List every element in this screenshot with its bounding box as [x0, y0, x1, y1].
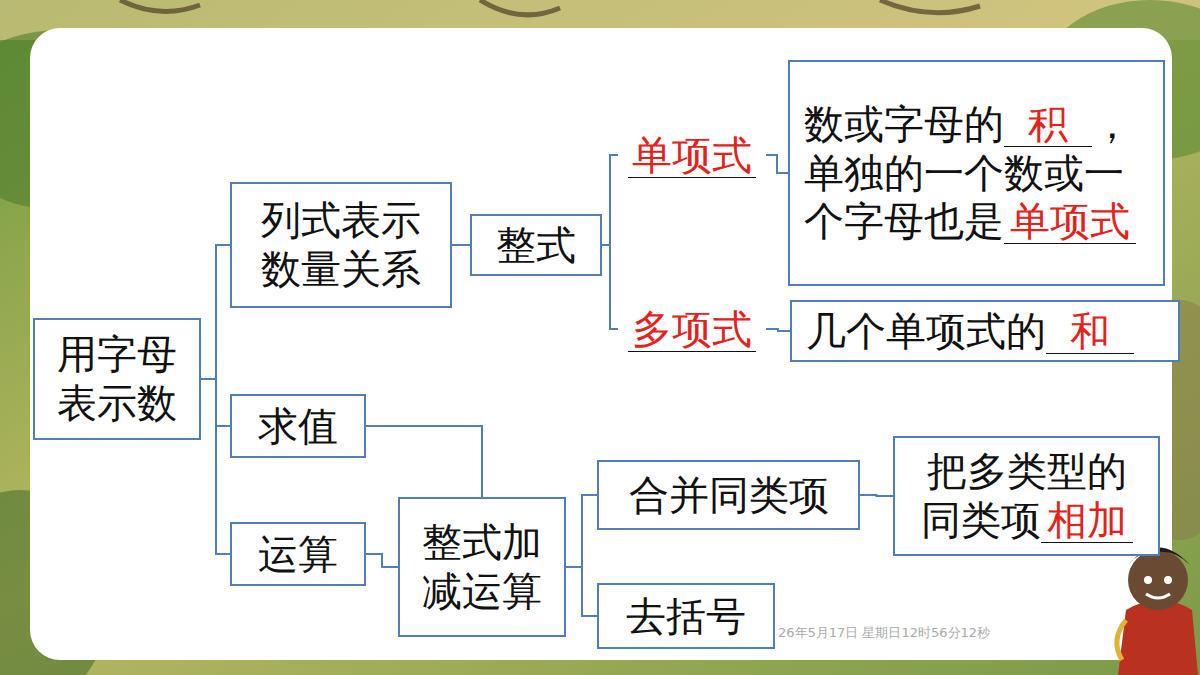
text-holder: 单项式 — [618, 131, 766, 180]
connector-line — [366, 554, 398, 567]
connector-line — [201, 379, 230, 426]
connector-line — [452, 244, 470, 246]
concept-box: 求值 — [230, 394, 366, 458]
text-holder: 求值 — [242, 402, 354, 451]
concept-box: 整式加减运算 — [398, 497, 566, 637]
node-text: 数或字母的 — [804, 101, 1004, 147]
fill-in-answer: 单项式 — [1004, 199, 1136, 244]
concept-box: 用字母表示数 — [33, 318, 201, 440]
connector-line — [860, 495, 893, 496]
node-text: 整式加减运算 — [422, 519, 542, 614]
connector-line — [566, 495, 597, 567]
fill-in-answer: 相加 — [1041, 498, 1133, 543]
concept-box: 数或字母的积，单独的一个数或一个字母也是单项式 — [788, 60, 1165, 286]
connector-line — [602, 245, 618, 329]
white-panel — [30, 28, 1172, 660]
node-text: 多项式 — [628, 307, 756, 352]
figure-mouth — [1146, 594, 1170, 598]
figure-eye — [1144, 576, 1152, 584]
node-text: 几个单项式的 — [806, 308, 1046, 354]
text-holder: 多项式 — [618, 305, 766, 354]
concept-box: 整式 — [470, 214, 602, 276]
fill-in-answer: 积 — [1004, 102, 1092, 147]
concept-box: 把多类型的同类项相加 — [893, 436, 1160, 556]
text-holder: 数或字母的积，单独的一个数或一个字母也是单项式 — [804, 100, 1143, 246]
text-holder: 合并同类项 — [609, 471, 848, 520]
text-holder: 几个单项式的和 — [806, 307, 1164, 356]
text-holder: 用字母表示数 — [53, 330, 181, 428]
text-holder: 列式表示数量关系 — [252, 196, 430, 294]
connector-line — [766, 329, 790, 331]
fill-in-answer: 和 — [1046, 309, 1134, 354]
node-text: 运算 — [258, 531, 338, 577]
figure-ring — [1117, 620, 1126, 660]
node-text: 合并同类项 — [629, 472, 829, 518]
node-text: 整式 — [496, 222, 576, 268]
node-text: 用字母表示数 — [57, 331, 177, 426]
concept-box: 合并同类项 — [597, 460, 860, 530]
figure-head — [1128, 550, 1188, 610]
cartoon-figure — [1117, 548, 1198, 675]
connector-line — [602, 155, 618, 245]
node-text: 求值 — [258, 403, 338, 449]
concept-box: 几个单项式的和 — [790, 300, 1180, 362]
concept-box: 去括号 — [597, 583, 775, 649]
connector-line — [366, 426, 482, 497]
connector-line — [566, 567, 597, 616]
node-text: 列式表示数量关系 — [261, 197, 421, 292]
connector-line — [766, 155, 788, 173]
text-holder: 把多类型的同类项相加 — [911, 447, 1142, 545]
node-text: 单项式 — [628, 133, 756, 178]
text-holder: 整式 — [482, 221, 590, 270]
connector-line — [201, 245, 230, 379]
term-label: 多项式 — [618, 298, 766, 360]
node-text: 去括号 — [626, 593, 746, 639]
text-holder: 去括号 — [609, 592, 763, 641]
concept-box: 运算 — [230, 522, 366, 586]
term-label: 单项式 — [618, 124, 766, 186]
concept-box: 列式表示数量关系 — [230, 182, 452, 308]
timestamp-watermark: 26年5月17日 星期日12时56分12秒 — [778, 624, 990, 642]
figure-eye — [1164, 576, 1172, 584]
text-holder: 运算 — [242, 530, 354, 579]
branch — [120, 0, 980, 15]
figure-body — [1118, 600, 1198, 675]
text-holder: 整式加减运算 — [420, 518, 544, 616]
connector-line — [201, 379, 230, 554]
